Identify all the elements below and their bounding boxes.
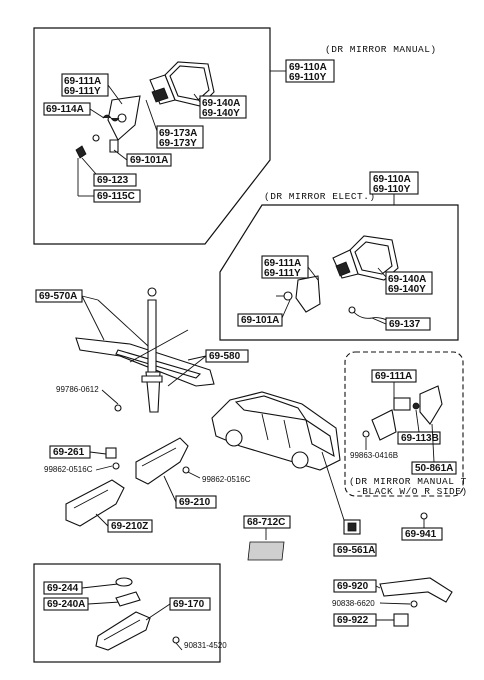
clip941: 69-941 — [405, 529, 437, 540]
sun-visors-drawing — [65, 437, 189, 527]
g3-garnish: 50-861A — [415, 463, 453, 474]
visor-l: 69-210Z — [111, 521, 148, 532]
g1-mount-a: 69-111A — [64, 76, 101, 87]
screw-sun-r: 99862-0516C — [202, 475, 251, 484]
lamp-screw-part — [172, 636, 180, 644]
bolt: 99786-0612 — [56, 385, 99, 394]
group2-note: (DR MIRROR ELECT.) — [264, 191, 376, 202]
g3-note-2: -BLACK W/O R SIDE) — [356, 486, 468, 497]
manual-mirror-drawing — [75, 61, 215, 159]
bolt-handle: 90838-6620 — [332, 599, 375, 608]
g1-cover-box — [156, 125, 204, 149]
g3-cover: 69-113B — [401, 433, 439, 444]
lamp-bulb: 69-244 — [47, 583, 79, 594]
group1-note: (DR MIRROR MANUAL) — [325, 44, 437, 55]
g1-glass-y: 69-140Y — [202, 108, 240, 119]
screw-sun: 99862-0516C — [44, 465, 93, 474]
g1-glass-a: 69-140A — [202, 98, 240, 109]
g1-assy-a: 69-110A — [289, 62, 327, 73]
manual-garnish-drawing — [362, 385, 443, 441]
g2-assy-a: 69-110A — [373, 174, 411, 185]
g1-knob: 69-123 — [97, 175, 129, 186]
g2-screw-box — [237, 313, 283, 327]
label-sheet-box — [243, 515, 291, 529]
g1-glass-box — [199, 95, 247, 119]
g3-note-1: (DR MIRROR MANUAL T — [349, 476, 467, 487]
g2-assy-y: 69-110Y — [373, 184, 411, 195]
lamp-frame — [33, 563, 221, 663]
g1-assy-y: 69-110Y — [289, 72, 327, 83]
switch: 69-561A — [337, 545, 375, 556]
handle-part — [379, 577, 453, 603]
g1-cover-a: 69-173A — [159, 128, 197, 139]
rear-mirror-drawing — [75, 287, 215, 413]
g2-harness: 69-137 — [389, 319, 421, 330]
elect-mirror-drawing — [276, 235, 399, 325]
g1-screw: 69-101A — [130, 155, 168, 166]
lamp-screw: 90831-4520 — [184, 641, 227, 650]
bracket: 69-580 — [209, 351, 241, 362]
switch-box — [333, 543, 377, 557]
lamp-lens: 69-240A — [47, 599, 85, 610]
g2-mount-a: 69-111A — [264, 258, 301, 269]
g2-mount-y: 69-111Y — [264, 268, 301, 279]
g3-mount: 69-111A — [375, 371, 412, 382]
g1-grommet: 69-115C — [97, 191, 135, 202]
label-sheet-part — [247, 541, 285, 561]
cap-part — [393, 613, 409, 627]
label-sheet: 68-712C — [247, 517, 285, 528]
clip: 69-261 — [53, 447, 85, 458]
clip-part — [105, 447, 117, 459]
lamp-assy: 69-170 — [173, 599, 205, 610]
g1-knob-box — [93, 173, 137, 187]
g1-cover-y: 69-173Y — [159, 138, 197, 149]
group3-frame — [344, 351, 464, 497]
group2-frame — [219, 204, 459, 341]
handle: 69-920 — [337, 581, 369, 592]
g1-spring: 69-114A — [46, 104, 84, 115]
clip941-box — [401, 527, 443, 541]
visor-r: 69-210 — [179, 497, 211, 508]
g2-glass-y: 69-140Y — [388, 284, 426, 295]
g2-glass-a: 69-140A — [388, 274, 426, 285]
g2-glass-box — [385, 271, 433, 295]
clip941-part — [420, 512, 428, 520]
g2-screw: 69-101A — [241, 315, 279, 326]
room-lamp-drawing — [95, 577, 151, 651]
g1-mount-y: 69-111Y — [64, 86, 101, 97]
cap: 69-922 — [337, 615, 369, 626]
wagon-car-drawing — [211, 391, 341, 471]
rear-mirror: 69-570A — [39, 291, 77, 302]
group1-frame — [33, 27, 271, 245]
g3-screw: 99863-0416B — [350, 451, 398, 460]
